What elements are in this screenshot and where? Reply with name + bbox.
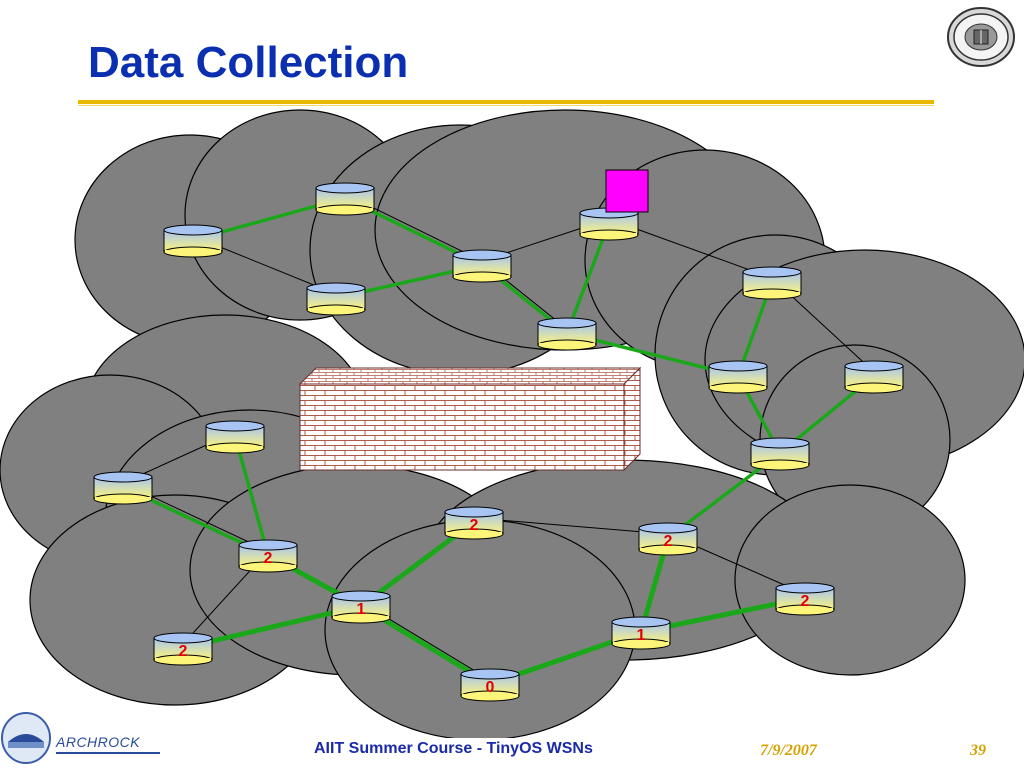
logo-underline: [56, 752, 160, 754]
footer-text: AIIT Summer Course - TinyOS WSNs: [314, 740, 593, 757]
slide-title: Data Collection: [88, 38, 409, 87]
page-number: 39: [970, 742, 986, 759]
sensor-node-icon: [163, 224, 223, 258]
hop-count-label: 2: [801, 593, 810, 610]
network-diagram: 2 2 2 2 1 2 1 0: [0, 109, 1024, 738]
sensor-node-icon: [750, 437, 810, 471]
hop-count-label: 0: [486, 679, 495, 696]
title-divider: [78, 100, 934, 104]
neighbor-link: [473, 517, 669, 535]
coverage-cell: [734, 484, 966, 676]
sensor-node-icon: [844, 360, 904, 394]
sensor-node-icon: 2: [153, 632, 213, 666]
sink-node: [605, 169, 649, 213]
sensor-node-icon: [93, 471, 153, 505]
university-seal-icon: [947, 7, 1015, 67]
hop-count-label: 2: [264, 550, 273, 567]
archrock-logo-icon: [1, 712, 51, 764]
title-divider-highlight: [78, 105, 934, 106]
brick-wall-icon: [298, 366, 642, 472]
hop-count-label: 2: [179, 643, 188, 660]
radio-coverage-cells: [0, 109, 1024, 738]
hop-count-label: 2: [470, 517, 479, 534]
sensor-node-icon: 1: [331, 590, 391, 624]
sensor-node-icon: [306, 282, 366, 316]
sensor-node-icon: 2: [775, 582, 835, 616]
tree-link: [182, 603, 362, 651]
sensor-node-icon: 1: [611, 616, 671, 650]
hop-count-label: 1: [357, 601, 366, 618]
sensor-node-icon: [579, 207, 639, 241]
sensor-node-icon: [708, 360, 768, 394]
sensor-node-icon: [205, 420, 265, 454]
tree-link: [233, 435, 270, 556]
sensor-nodes: 2 2 2 2 1 2 1 0: [93, 182, 904, 702]
hop-count-label: 1: [637, 627, 646, 644]
sensor-node-icon: 2: [444, 506, 504, 540]
sensor-node-icon: [537, 317, 597, 351]
sensor-node-icon: [742, 266, 802, 300]
logo-text: ARCHROCK: [56, 734, 141, 750]
footer-date: 7/9/2007: [760, 742, 817, 759]
sensor-node-icon: 2: [638, 522, 698, 556]
hop-count-label: 2: [664, 533, 673, 550]
tree-link: [565, 222, 611, 334]
sensor-node-icon: 2: [238, 539, 298, 573]
sensor-node-icon: [315, 182, 375, 216]
sensor-node-icon: 0: [460, 668, 520, 702]
coverage-cell: [324, 519, 636, 738]
sensor-node-icon: [452, 249, 512, 283]
